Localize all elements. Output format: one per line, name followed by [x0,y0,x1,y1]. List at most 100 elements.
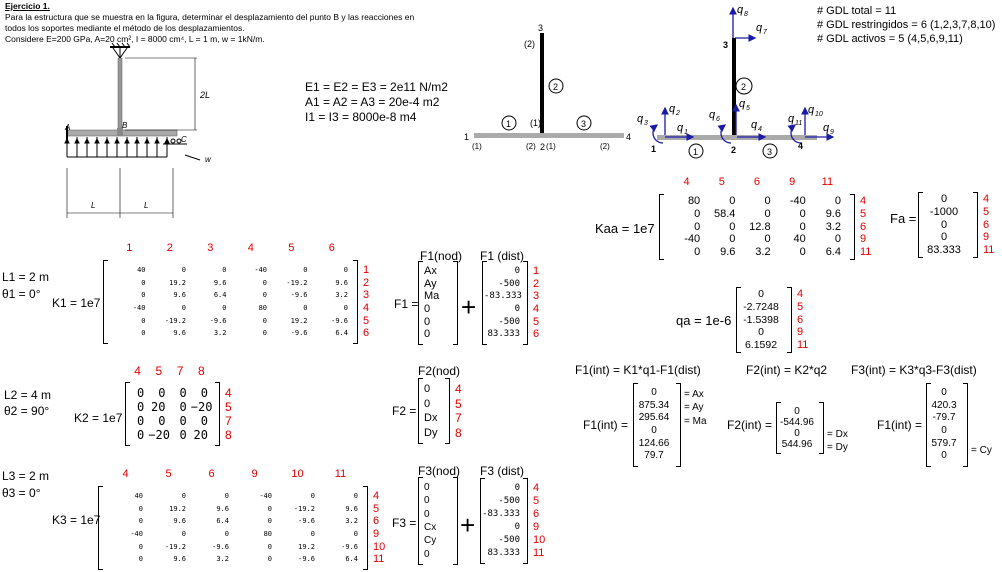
k3-matrix-cell: 9.6 [173,555,186,564]
f3-dist-vector-row-index: 10 [533,534,546,546]
dof-node-1: 1 [651,144,656,154]
node-2-label: 2 [540,142,545,152]
el1-angle: θ1 = 0° [2,287,41,301]
element-1-label: 1 [506,119,511,129]
k3-matrix-bracket-right [363,486,368,570]
dof-node-4: 4 [798,141,803,151]
dof-element-3: 3 [767,147,772,157]
k2-matrix-bracket-left [125,382,130,446]
f3int-vector-cell: 579.7 [931,437,957,449]
fa-vector-cell: 83.333 [927,244,961,257]
qa-vector-row-index: 6 [797,313,804,326]
f2int-note-dy: = Dy [827,442,848,453]
k3-matrix-col-index: 10 [291,468,304,480]
k2-matrix-cell: 0 [158,386,166,400]
dof-node-3: 3 [723,40,728,50]
kaa-matrix-cell: 0 [764,207,771,220]
qa-vector-cell: 6.1592 [744,339,778,352]
f1-dist-vector-cell: -500 [498,278,520,289]
fa-vector-cell: 0 [940,231,948,244]
kaa-matrix-col-index: 6 [753,176,761,188]
f2-nod-vector-cell: Dx [424,412,438,424]
f3int-vector-cell: 0 [941,450,947,462]
f3-dist-title: F3 (dist) [480,464,525,478]
k1-matrix-cell: -19.2 [286,278,308,287]
element-2-label: 2 [553,82,558,92]
f2-nod-vector-row-index: 8 [455,425,462,440]
fa-vector-bracket-left [918,192,923,258]
k3-matrix-cell: 0 [138,504,143,513]
k2-matrix-cell: 0 [179,386,187,400]
qa-vector-row-index: 5 [797,300,804,313]
kaa-matrix-cell: 9.6 [825,207,841,220]
k1-matrix-row-index: 3 [363,289,370,302]
kaa-matrix-cell: 0 [694,207,701,220]
f3-dist-vector-row-index: 9 [533,521,540,533]
k2-matrix-cell: 0 [200,414,208,428]
dof-q4-label: q [751,119,758,131]
f2int-note-dx: = Dx [827,429,848,440]
f1int-title: F1(int) = K1*q1-F1(dist) [575,363,701,377]
dof-element-2: 2 [741,82,746,92]
k1-matrix-col-index: 4 [247,242,254,254]
k1-matrix-cell: 0 [262,316,267,325]
k1-matrix-cell: -19.2 [164,316,186,325]
k1-matrix-cell: 0 [141,278,146,287]
f1-nod-vector-cell: 0 [424,303,431,315]
dof-element-1: 1 [693,147,698,157]
k1-matrix-row-index: 1 [363,264,370,276]
model-numbering-figure: 3 (2) 2 1 3 (1) 1 4 (1) (2) 2 (1) (2) [464,23,631,152]
f3-dist-vector-cell: -500 [498,535,520,545]
k1-matrix-cell: 0 [343,266,348,274]
exercise-text-line1: Para la estructura que se muestra en la … [5,12,415,22]
k2-matrix-cell: 0 [179,428,187,442]
prop-a: A1 = A2 = A3 = 20e-4 m2 [305,95,440,109]
gdl-total: # GDL total = 11 [817,5,897,17]
f3-dist-vector-row-index: 5 [533,495,540,507]
dof-q5-label: q [739,98,746,110]
end-label-1-left: (1) [472,142,482,151]
gdl-activos: # GDL activos = 5 (4,5,6,9,11) [817,33,963,45]
kaa-matrix-col-index: 5 [718,176,725,188]
k3-matrix-cell: 3.2 [345,517,358,526]
k1-matrix-cell: 0 [222,266,227,274]
k2-matrix-cell: 0 [137,414,145,428]
f1-label: F1 = [394,297,419,311]
k3-matrix-cell: 80 [263,530,272,538]
dof-q8-label: q [737,4,744,16]
k3-matrix-cell: 0 [267,517,272,526]
f1-dist-vector-bracket-right [523,261,528,345]
dof-q1-sub: 1 [684,129,688,136]
f1-nod-vector-cell: Ax [424,265,437,277]
k1-matrix-row-index: 6 [363,327,370,340]
label-L-right: L [144,201,148,210]
k2-matrix-cell: −20 [190,400,213,414]
f3-dist-vector-bracket-right [523,478,528,564]
k3-matrix-cell: 0 [310,492,315,500]
f1-nod-vector-cell: 0 [424,328,431,341]
k1-matrix-cell: 0 [141,329,146,338]
kaa-matrix-cell: 0 [799,220,806,233]
kaa-matrix-cell: 3.2 [825,220,841,233]
f3int-title: F3(int) = K3*q3-F3(dist) [851,363,977,377]
k3-matrix-cell: 0 [267,542,272,551]
k1-matrix-bracket-right [353,260,358,344]
qa-vector-bracket-right [787,287,792,353]
k3-matrix-row-index: 4 [373,490,380,502]
label-A: A [64,123,70,132]
node-3-label: 3 [538,23,543,33]
qa-vector-cell: -1.5398 [743,313,779,326]
k3-matrix-col-index: 5 [165,468,172,480]
f3-nod-vector-cell: Cy [424,535,437,547]
k3-matrix-cell: -9.6 [298,517,315,526]
f1-nod-title: F1(nod) [420,249,463,263]
k3-matrix-cell: 19.2 [298,542,315,551]
f3-dist-vector-cell: 83.333 [487,548,520,558]
k1-matrix-cell: -40 [254,266,267,274]
end-label-2-top: (2) [524,39,535,49]
k1-matrix-cell: 9.6 [213,278,227,287]
k1-matrix-cell: 0 [262,329,267,338]
